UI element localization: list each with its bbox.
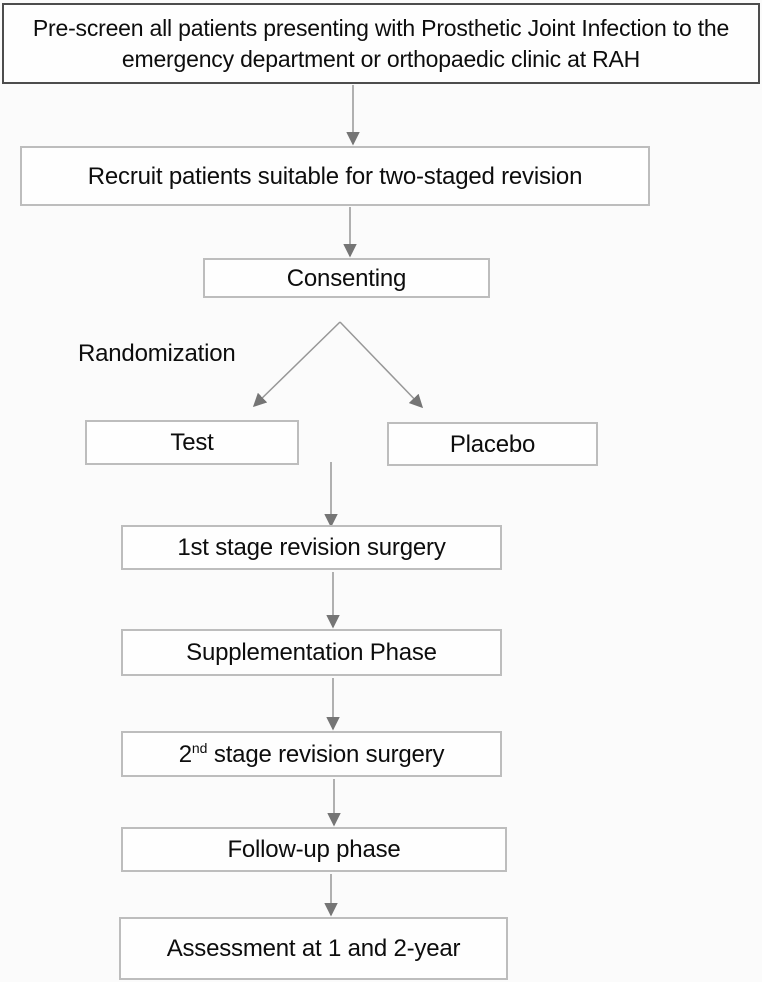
node-followup-phase: Follow-up phase	[121, 827, 507, 872]
node-consenting: Consenting	[203, 258, 490, 298]
node-assessment: Assessment at 1 and 2-year	[119, 917, 508, 980]
node-recruit: Recruit patients suitable for two-staged…	[20, 146, 650, 206]
node-second-stage-revision: 2nd stage revision surgery	[121, 731, 502, 777]
stage2-rest-text: stage revision surgery	[207, 740, 445, 768]
arrow-randomize-to-placebo	[339, 321, 424, 409]
node-second-stage-revision-label: 2nd stage revision surgery	[179, 739, 445, 770]
stage2-base-text: 2	[178, 740, 192, 768]
node-supplementation-phase: Supplementation Phase	[121, 629, 502, 676]
node-first-stage-revision: 1st stage revision surgery	[121, 525, 502, 570]
node-prescreen: Pre-screen all patients presenting with …	[2, 3, 760, 84]
node-placebo: Placebo	[387, 422, 598, 466]
arrow-randomize-to-test	[252, 321, 341, 408]
randomization-label: Randomization	[78, 340, 236, 367]
node-test: Test	[85, 420, 299, 465]
stage2-ordinal-superscript: nd	[191, 739, 208, 756]
